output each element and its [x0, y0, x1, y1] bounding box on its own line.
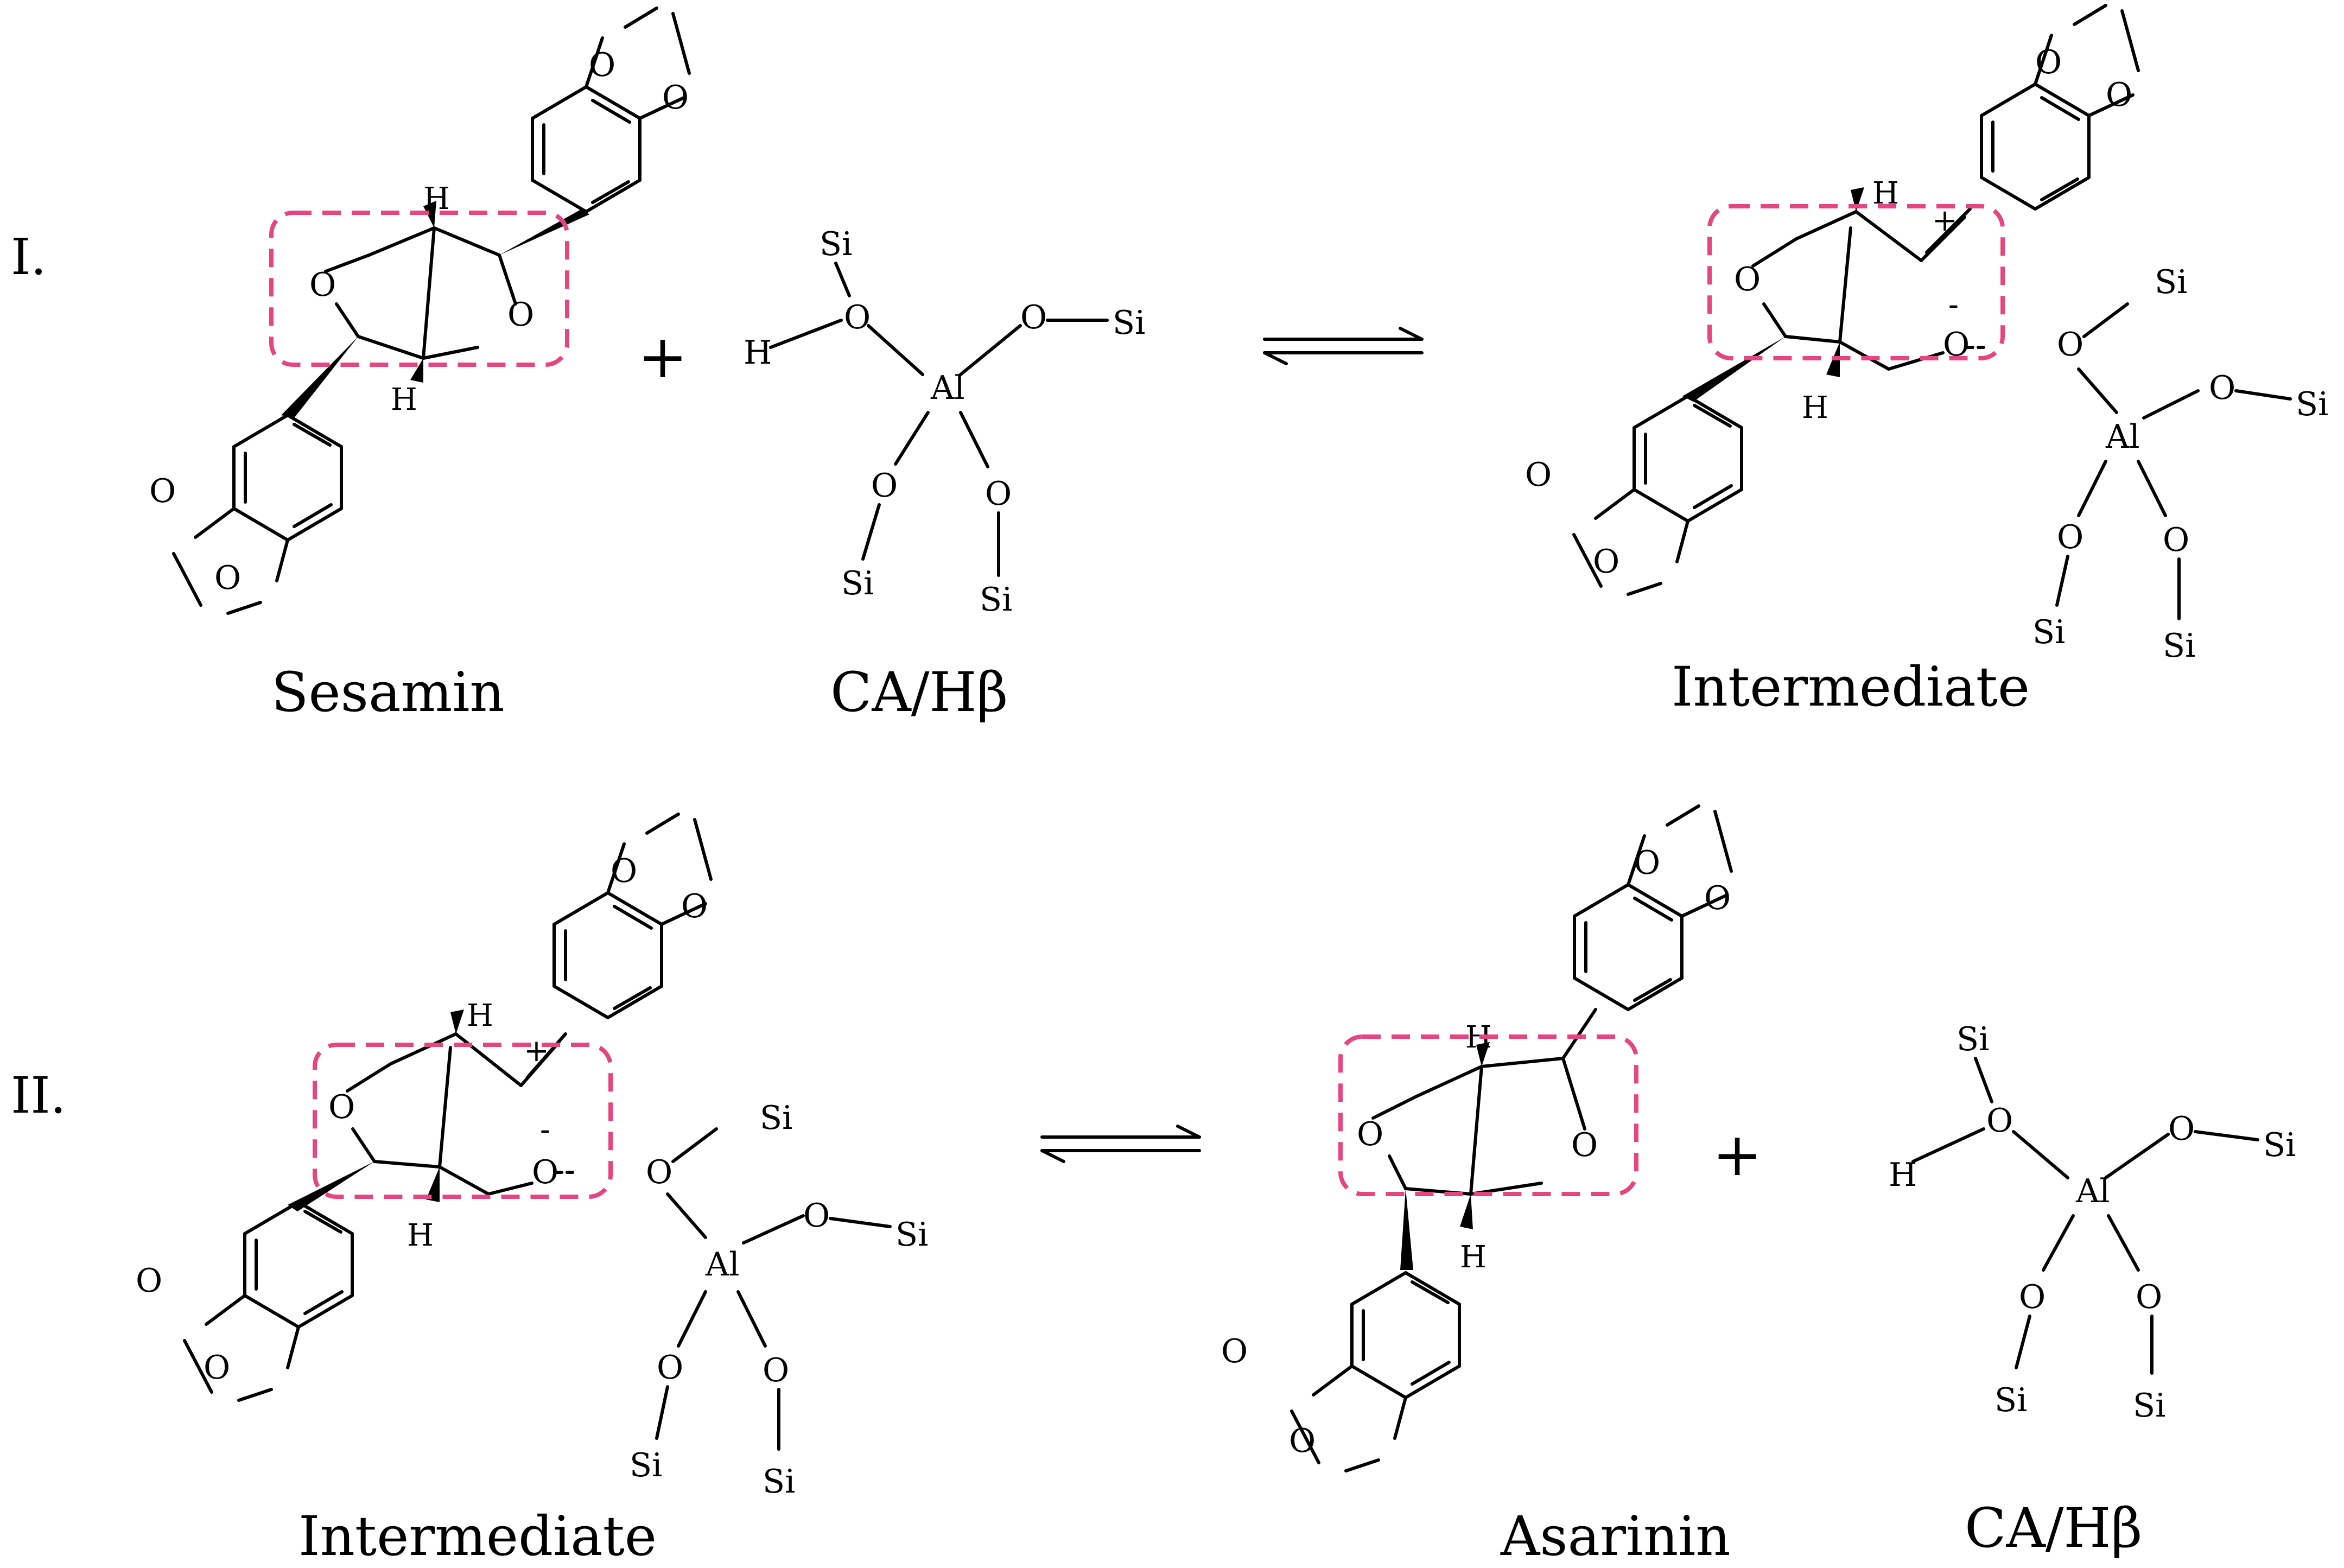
silicon-label: Si [2133, 1387, 2165, 1425]
highlight-box [1707, 204, 2005, 360]
oxygen-label: O [309, 266, 336, 304]
silicon-label: Si [1956, 1020, 1989, 1058]
oxygen-label: O [328, 1088, 355, 1126]
silicon-label: Si [1113, 304, 1145, 342]
oxygen-label: O [1289, 1422, 1316, 1460]
oxygen-label: O [1525, 456, 1552, 494]
oxygen-label: O [662, 79, 689, 117]
aluminum-label: Al [930, 369, 965, 407]
oxygen-label: O [2035, 43, 2062, 81]
oxygen-label: O [1571, 1126, 1598, 1164]
intermediate-label: Intermediate [1672, 655, 2030, 719]
oxygen-label: O [611, 852, 637, 890]
row-1-number: I. [11, 228, 47, 286]
benzodioxole-bottom [174, 415, 341, 613]
highlight-box [269, 211, 569, 367]
hydrogen-label: H [744, 334, 772, 372]
asarinin-molecule: O O H H O O O O [1221, 806, 1731, 1471]
oxygen-label: O [507, 296, 534, 334]
oxygen-label: O [985, 475, 1012, 513]
oxygen-label: O [2209, 369, 2235, 407]
oxygen-label: O [532, 1153, 558, 1191]
oxygen-label: O [844, 299, 871, 337]
oxygen-label: O [1357, 1115, 1383, 1153]
oxygen-label: O [1221, 1332, 1248, 1370]
hydrogen-label: H [467, 998, 493, 1033]
silicon-label: Si [980, 581, 1012, 619]
silicon-label: Si [760, 1099, 792, 1137]
equilibrium-arrow [1040, 1125, 1201, 1163]
oxygen-label: O [803, 1197, 830, 1235]
oxygen-label: O [1020, 299, 1047, 337]
oxygen-label: O [1986, 1102, 2013, 1140]
aluminum-label: Al [2075, 1172, 2110, 1210]
catalyst-molecule: Si O H Al O Si O Si O Si [744, 225, 1145, 619]
highlight-box [1338, 1034, 1638, 1196]
intermediate-label-row2: Intermediate [298, 1504, 657, 1565]
oxygen-label: O [2106, 76, 2132, 114]
silicon-label: Si [2263, 1126, 2296, 1164]
plus-sign: + [638, 322, 688, 391]
equilibrium-arrow [1263, 327, 1424, 365]
oxygen-label: O [681, 887, 708, 925]
hydrogen-label: H [391, 382, 417, 417]
hydrogen-label: H [407, 1218, 434, 1253]
oxygen-label: O [2019, 1278, 2046, 1316]
oxygen-label: O [2057, 518, 2083, 556]
hydrogen-label: H [1460, 1240, 1487, 1275]
cation-charge: + [524, 1033, 549, 1069]
oxygen-label: O [646, 1153, 672, 1191]
cation-charge: + [1932, 203, 1958, 238]
oxygen-label: O [149, 472, 176, 510]
row-2-number: II. [11, 1067, 66, 1125]
silicon-label: Si [841, 564, 874, 602]
aluminum-label: Al [2105, 418, 2140, 456]
catalyst-molecule-row2: Si O H Al O Si O Si O Si [1889, 1020, 2296, 1425]
silicon-label: Si [820, 225, 852, 263]
intermediate-molecule-row2: O O - + H H O O O O O Si Al O Si O Si O … [136, 814, 928, 1501]
oxygen-label: O [1593, 543, 1619, 581]
silicon-label: Si [763, 1463, 795, 1501]
silicon-label: Si [630, 1446, 662, 1484]
silicon-label: Si [2163, 627, 2195, 665]
aluminum-label: Al [705, 1246, 740, 1284]
sesamin-label: Sesamin [271, 661, 505, 724]
anion-charge: - [540, 1112, 550, 1147]
oxygen-label: O [763, 1351, 789, 1389]
sesamin-molecule: O O H H O O O O [149, 8, 689, 613]
oxygen-label: O [204, 1349, 230, 1387]
silicon-label: Si [2296, 385, 2328, 423]
catalyst-label-row2: CA/Hβ [1965, 1496, 2142, 1560]
asarinin-label: Asarinin [1500, 1504, 1731, 1565]
oxygen-label: O [2163, 521, 2189, 559]
oxygen-label: O [1704, 879, 1731, 917]
oxygen-label: O [136, 1262, 162, 1300]
silicon-label: Si [895, 1216, 928, 1254]
oxygen-label: O [2168, 1110, 2195, 1148]
oxygen-label: O [2136, 1278, 2162, 1316]
oxygen-label: O [657, 1349, 683, 1387]
oxygen-label: O [1634, 844, 1660, 882]
oxygen-label: O [214, 559, 241, 597]
silicon-label: Si [2155, 263, 2187, 301]
oxygen-label: O [1734, 261, 1761, 299]
silicon-label: Si [1994, 1381, 2027, 1419]
plus-sign: + [1712, 1120, 1762, 1189]
oxygen-label: O [871, 467, 898, 505]
anion-charge: - [1948, 287, 1959, 322]
catalyst-label: CA/Hβ [830, 661, 1008, 724]
oxygen-label: O [2057, 326, 2083, 364]
intermediate-molecule: O O - + H H O O O O O Si Al O Si O Si O … [1525, 5, 2328, 665]
hydrogen-label: H [1802, 390, 1828, 426]
highlight-box [313, 1043, 613, 1199]
silicon-label: Si [2032, 613, 2065, 651]
oxygen-label: O [589, 46, 615, 84]
